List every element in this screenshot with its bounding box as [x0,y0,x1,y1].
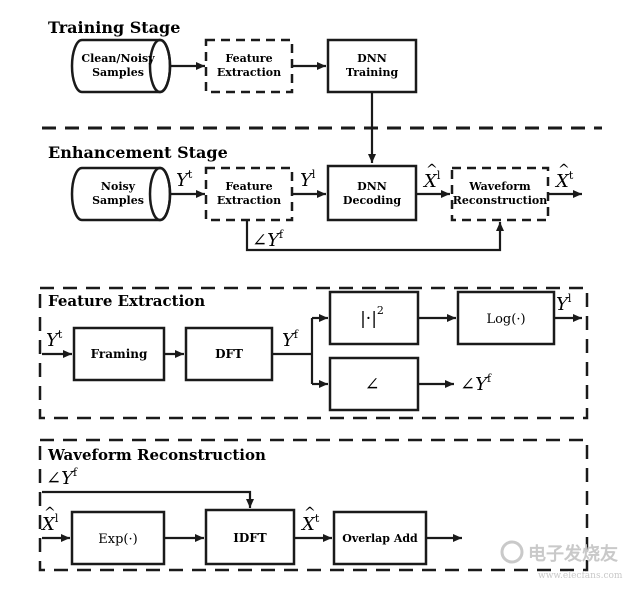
waveform-reconstruction-frame [38,438,589,572]
framing-label: Framing [91,347,148,361]
clean-noisy-label-line2: Samples [92,66,144,79]
signal-label-Xhat-t-2: Xt ^ [300,505,320,535]
signal-label-Yf: Yf [282,328,299,351]
watermark-logo-icon [500,540,524,564]
training-feature-extraction-box: Feature Extraction [204,38,294,94]
svg-text:Xt: Xt [300,512,320,535]
enh-feature-label-line1: Feature [225,180,272,193]
feature-extraction-title: Feature Extraction [48,292,205,310]
signal-label-angle-Yf-3: ∠Yf [46,466,78,489]
signal-label-Yt-1: Yt [176,168,193,191]
signal-label-Xhat-l-1: Xl ^ [422,162,441,192]
enhancement-stage-title: Enhancement Stage [48,143,228,162]
training-feature-label-line1: Feature [225,52,272,65]
overlap-add-box: Overlap Add [332,510,428,566]
training-stage-title: Training Stage [48,18,180,37]
noisy-samples-label-line2: Samples [92,194,144,207]
signal-label-Xhat-l-2: Xl ^ [40,505,59,535]
waveform-label-line2: Reconstruction [453,194,548,207]
svg-text:^: ^ [426,162,438,178]
phase-label: ∠ [364,374,379,395]
waveform-reconstruction-box: Waveform Reconstruction [450,166,550,222]
log-box: Log(·) [456,290,556,346]
overlap-add-label: Overlap Add [342,532,418,545]
log-label: Log(·) [486,312,525,327]
dnn-training-box: DNN Training [326,38,418,94]
dnn-training-label-line1: DNN [357,52,387,65]
enhancement-feature-extraction-box: Feature Extraction [204,166,294,222]
noisy-samples-label-line1: Noisy [101,180,136,193]
waveform-label-line1: Waveform [468,180,531,193]
signal-label-Yl-1: Yl [300,168,316,191]
signal-label-angle-Yf-1: ∠Yf [252,228,284,251]
svg-text:Xl: Xl [40,512,59,535]
watermark: 电子发烧友 www.elecfans.com [500,540,623,581]
signal-label-Xhat-t-1: Xt ^ [554,162,574,192]
feature-extraction-frame [38,286,589,420]
exp-box: Exp(·) [70,510,166,566]
watermark-text: 电子发烧友 [528,543,618,565]
waveform-reconstruction-title: Waveform Reconstruction [47,446,266,464]
magnitude-squared-box: |·|2 [328,290,420,346]
enh-feature-label-line2: Extraction [217,194,281,207]
idft-label: IDFT [233,531,267,545]
signal-label-angle-Yf-2: ∠Yf [460,372,492,395]
phase-feedback-path [245,220,504,252]
dft-box: DFT [184,326,274,382]
signal-label-Yl-2: Yl [556,292,572,315]
noisy-samples-cylinder: Noisy Samples [70,166,172,222]
clean-noisy-label-line1: Clean/Noisy [81,52,155,65]
svg-text:^: ^ [44,505,56,521]
watermark-url: www.elecfans.com [538,571,623,581]
exp-label: Exp(·) [98,532,137,547]
dnn-training-label-line2: Training [346,66,399,79]
idft-box: IDFT [204,508,296,566]
clean-noisy-samples-cylinder: Clean/Noisy Samples [70,38,172,94]
svg-text:^: ^ [558,162,570,178]
training-feature-label-line2: Extraction [217,66,281,79]
magnitude-label: |·|2 [360,304,384,329]
framing-box: Framing [72,326,166,382]
dft-label: DFT [215,347,243,361]
dnn-decoding-box: DNN Decoding [326,164,418,222]
signal-label-Yt-2: Yt [46,328,63,351]
svg-text:Xt: Xt [554,169,574,192]
dnn-decoding-label-line2: Decoding [343,194,401,207]
dnn-decoding-label-line1: DNN [357,180,387,193]
svg-text:^: ^ [304,505,316,521]
svg-text:Xl: Xl [422,169,441,192]
phase-to-idft-path [42,490,254,508]
phase-box: ∠ [328,356,420,412]
